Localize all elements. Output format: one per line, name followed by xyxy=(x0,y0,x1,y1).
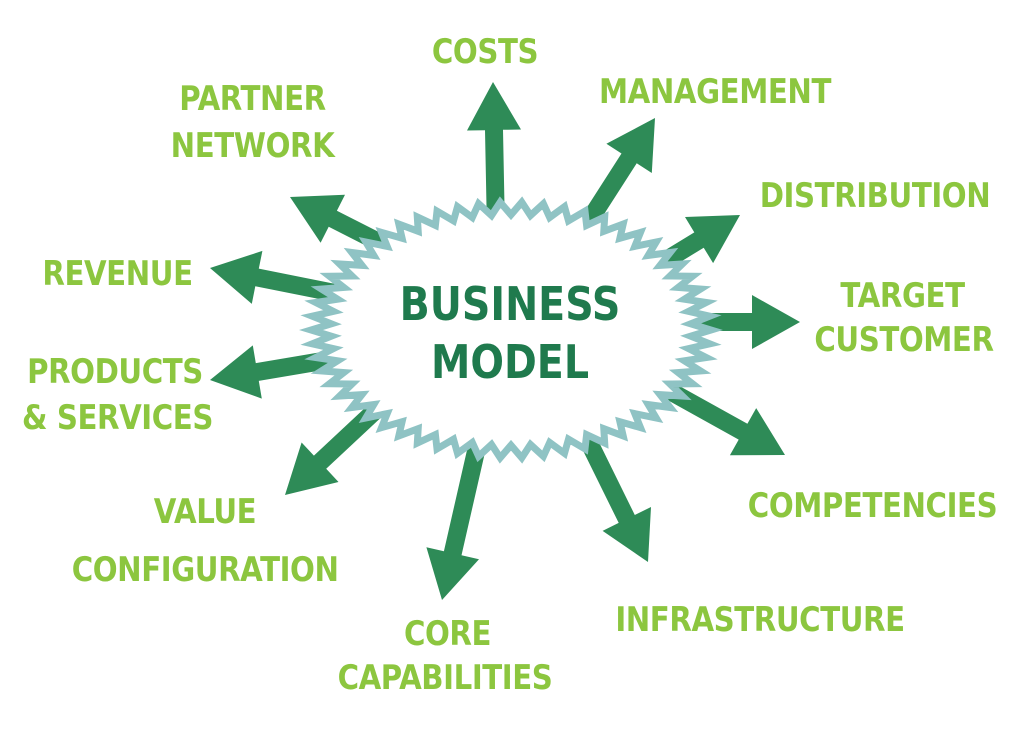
label-target-customer-line-1: TARGET xyxy=(840,276,965,316)
label-core-capabilities-line-1: CORE xyxy=(403,614,492,654)
label-distribution: DISTRIBUTION xyxy=(759,176,991,216)
center-title-line-2: MODEL xyxy=(430,335,590,389)
center-title-line-1: BUSINESS xyxy=(399,277,621,331)
label-revenue: REVENUE xyxy=(42,254,193,294)
label-products-services-line-2: & SERVICES xyxy=(22,398,213,438)
arrow-management xyxy=(570,118,655,243)
label-core-capabilities-line-2: CAPABILITIES xyxy=(337,658,553,698)
label-costs: COSTS xyxy=(431,32,539,72)
center-starburst xyxy=(299,196,723,464)
label-value-configuration-line-2: CONFIGURATION xyxy=(71,550,339,590)
arrow-target-customer xyxy=(690,295,800,349)
label-partner-network-line-2: NETWORK xyxy=(170,126,335,166)
label-value-configuration-line-1: VALUE xyxy=(153,492,257,532)
label-infrastructure: INFRASTRUCTURE xyxy=(615,600,905,640)
arrow-core-capabilities xyxy=(426,423,491,600)
label-management: MANAGEMENT xyxy=(598,72,831,112)
arrow-infrastructure xyxy=(569,416,651,562)
arrow-costs xyxy=(467,82,521,233)
label-partner-network-line-1: PARTNER xyxy=(179,79,326,119)
label-competencies: COMPETENCIES xyxy=(747,486,998,526)
label-products-services-line-1: PRODUCTS xyxy=(27,352,203,392)
label-target-customer-line-2: CUSTOMER xyxy=(814,320,994,360)
